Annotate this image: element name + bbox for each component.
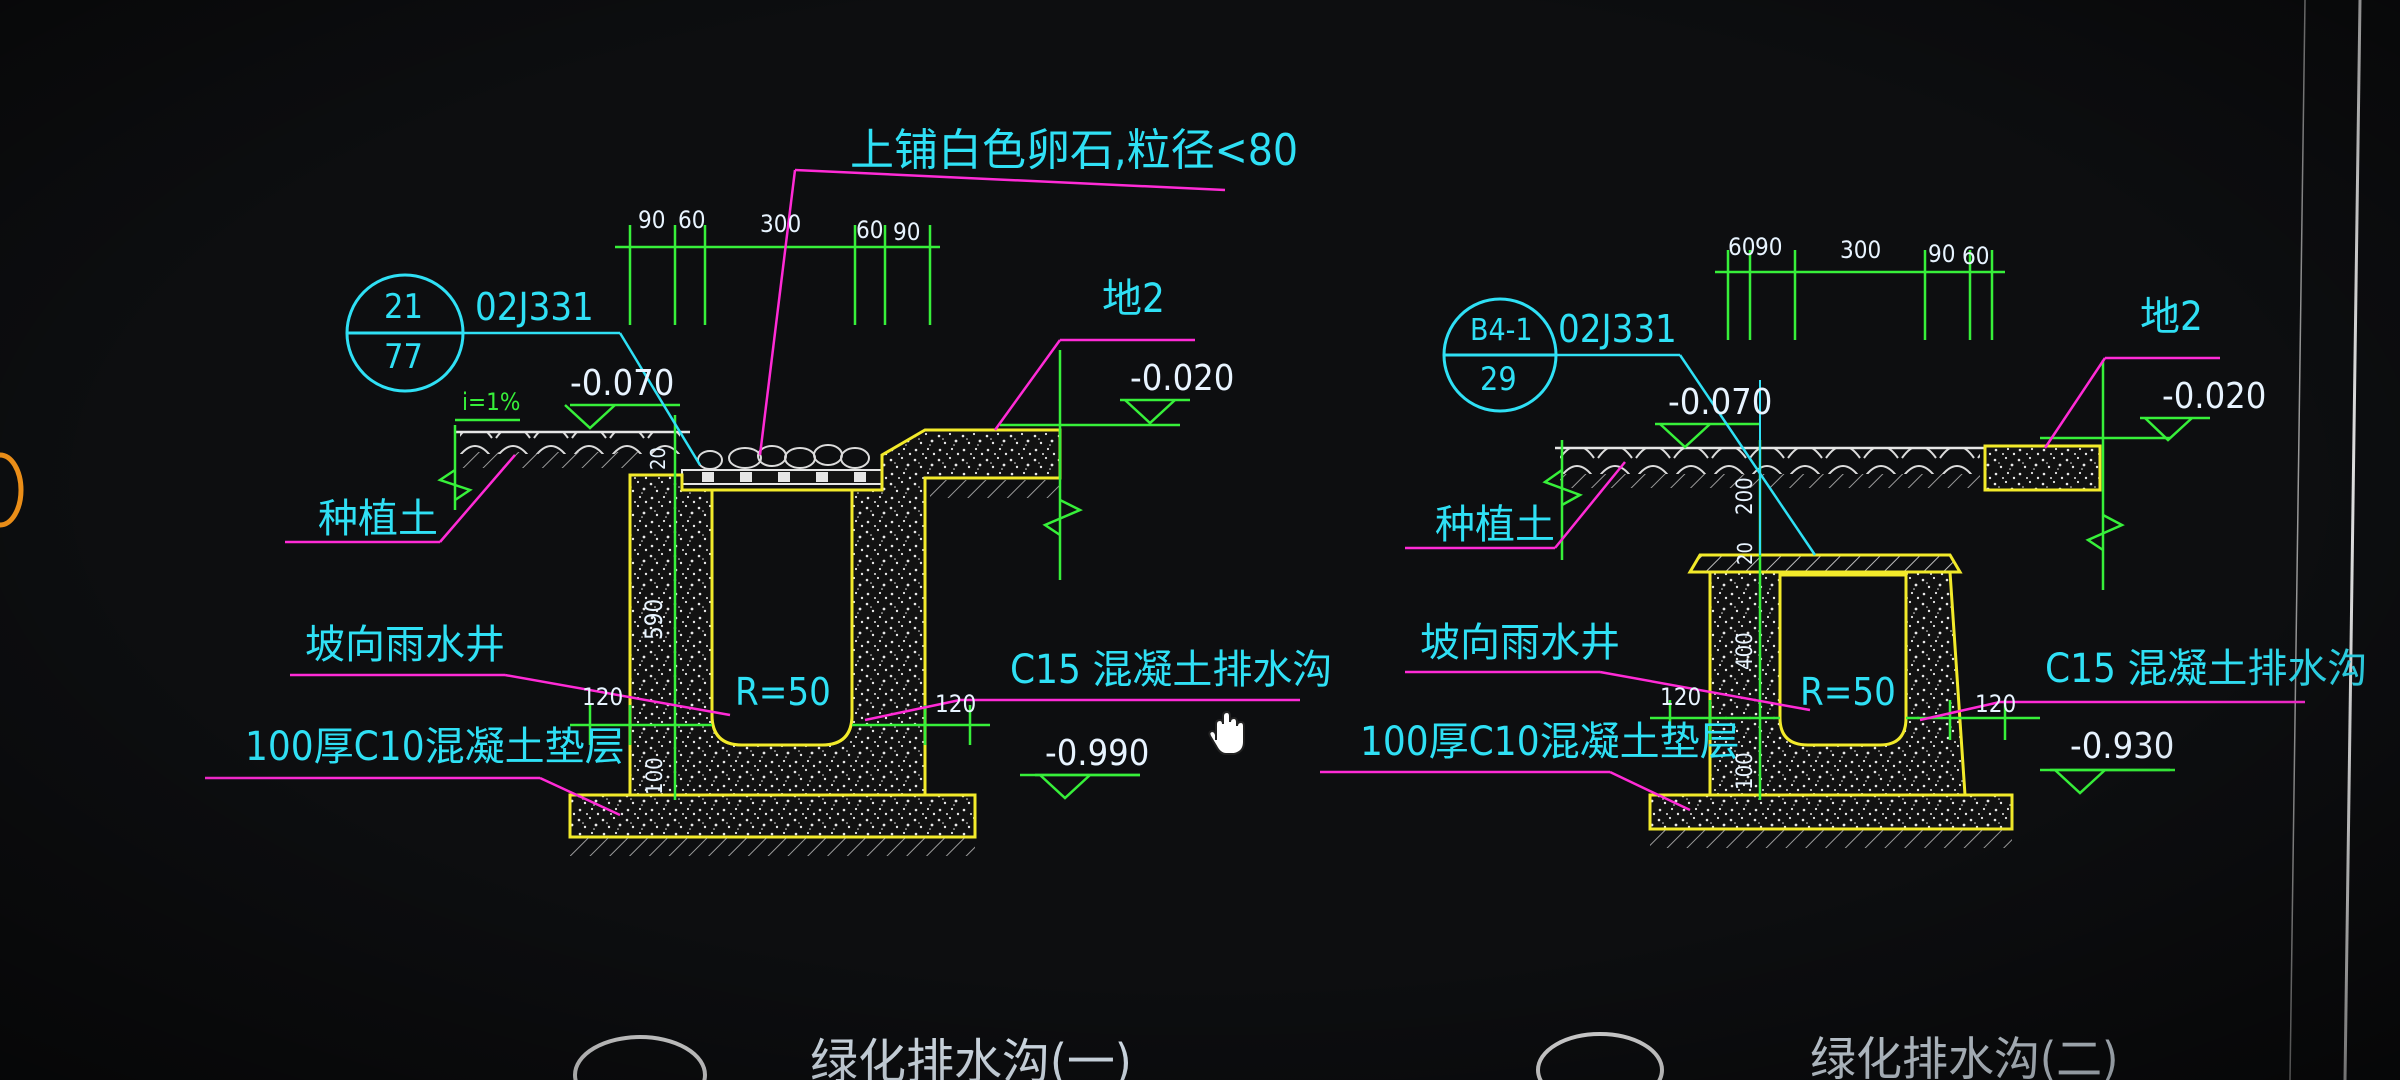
right-hatch-1 (930, 480, 1060, 498)
ref-bottom-1: 77 (384, 337, 423, 377)
dim-top-1e: 90 (893, 218, 920, 246)
screen-frame-line-2 (2289, 0, 2306, 1080)
footer-titles: 绿化排水沟(一) 绿化排水沟(二) (573, 1032, 2118, 1080)
level-bottom-2: -0.930 (2070, 726, 2174, 767)
level-left-2: -0.070 (1668, 382, 1772, 423)
dim-wall-left-2: 120 (1660, 683, 1701, 711)
channel-interior-2 (1778, 573, 1908, 747)
title-1: 绿化排水沟(一) (810, 1034, 1132, 1080)
top-note-1: 上铺白色卵石,粒径<80 (850, 125, 1298, 176)
dim-top-2d: 90 (1928, 240, 1955, 268)
label-soil-1: 种植土 (318, 496, 438, 542)
dim-depth-2: 400 (1733, 632, 1758, 670)
label-cushion-1: 100厚C10混凝土垫层 (245, 724, 625, 770)
dim-base-1: 100 (643, 757, 668, 795)
dim-top-1c: 300 (760, 210, 801, 238)
label-slope-1: 坡向雨水井 (305, 622, 505, 668)
dim-top-1b: 60 (678, 206, 705, 234)
dim-top-small-2: 20 (1733, 542, 1757, 565)
level-right-2: -0.020 (2162, 376, 2266, 417)
ref-atlas-2: 02J331 (1558, 307, 1677, 351)
dim-base-2: 100 (1733, 752, 1758, 790)
dim-wall-right-2: 120 (1975, 690, 2016, 718)
raised-slab-2 (1983, 444, 2102, 492)
base-hatch-2 (1650, 830, 2012, 848)
dim-top-1a: 90 (638, 206, 665, 234)
slope-label-1: i=1% (462, 388, 520, 416)
dim-top-2a: 60 (1728, 233, 1755, 261)
title-circle-2 (1536, 1032, 1664, 1080)
dim-top-2c: 300 (1840, 236, 1881, 264)
dim-wall-right-1: 120 (935, 690, 976, 718)
ref-bottom-2: 29 (1480, 360, 1517, 398)
label-ditch-1: C15 混凝土排水沟 (1010, 647, 1332, 693)
dim-depth-1: 590 (640, 599, 668, 640)
grate-cover-1 (681, 469, 883, 485)
ref-top-1: 21 (384, 287, 423, 327)
label-ground-2: 地2 (2140, 294, 2203, 340)
title-2: 绿化排水沟(二) (1810, 1032, 2118, 1080)
label-slope-2: 坡向雨水井 (1420, 620, 1620, 666)
ref-atlas-1: 02J331 (475, 285, 594, 329)
label-ditch-2: C15 混凝土排水沟 (2045, 646, 2367, 692)
dim-top-small-1: 20 (646, 447, 670, 470)
hand-cursor-icon (1208, 710, 1245, 755)
orange-marker-icon (0, 452, 24, 528)
dim-top-2b: 90 (1755, 233, 1782, 261)
title-circle-1 (573, 1035, 707, 1080)
base-hatch-1 (570, 838, 975, 856)
detail-1[interactable]: 上铺白色卵石,粒径<80 90 60 300 60 90 21 77 02J33… (205, 125, 1332, 856)
radius-2: R=50 (1800, 670, 1896, 714)
cover-slab-2 (1687, 553, 1963, 574)
dim-wall-left-1: 120 (582, 683, 623, 711)
dim-cover-2: 200 (1733, 477, 1758, 515)
label-cushion-2: 100厚C10混凝土垫层 (1360, 719, 1740, 765)
detail-2[interactable]: 60 90 300 90 60 B4-1 29 02J331 -0.070 地2… (1320, 233, 2367, 848)
ref-top-2: B4-1 (1470, 313, 1533, 348)
cushion-base-1 (568, 793, 977, 839)
label-soil-2: 种植土 (1435, 502, 1555, 548)
cushion-base-2 (1648, 793, 2014, 831)
pebble-layer-1 (697, 444, 870, 470)
level-left-1: -0.070 (570, 363, 674, 404)
dim-top-1d: 60 (856, 216, 883, 244)
level-right-1: -0.020 (1130, 358, 1234, 399)
level-bottom-1: -0.990 (1045, 733, 1149, 774)
radius-1: R=50 (735, 670, 831, 714)
dim-top-2e: 60 (1962, 242, 1989, 270)
screen-frame-line (2343, 0, 2362, 1080)
label-ground-1: 地2 (1102, 276, 1165, 322)
